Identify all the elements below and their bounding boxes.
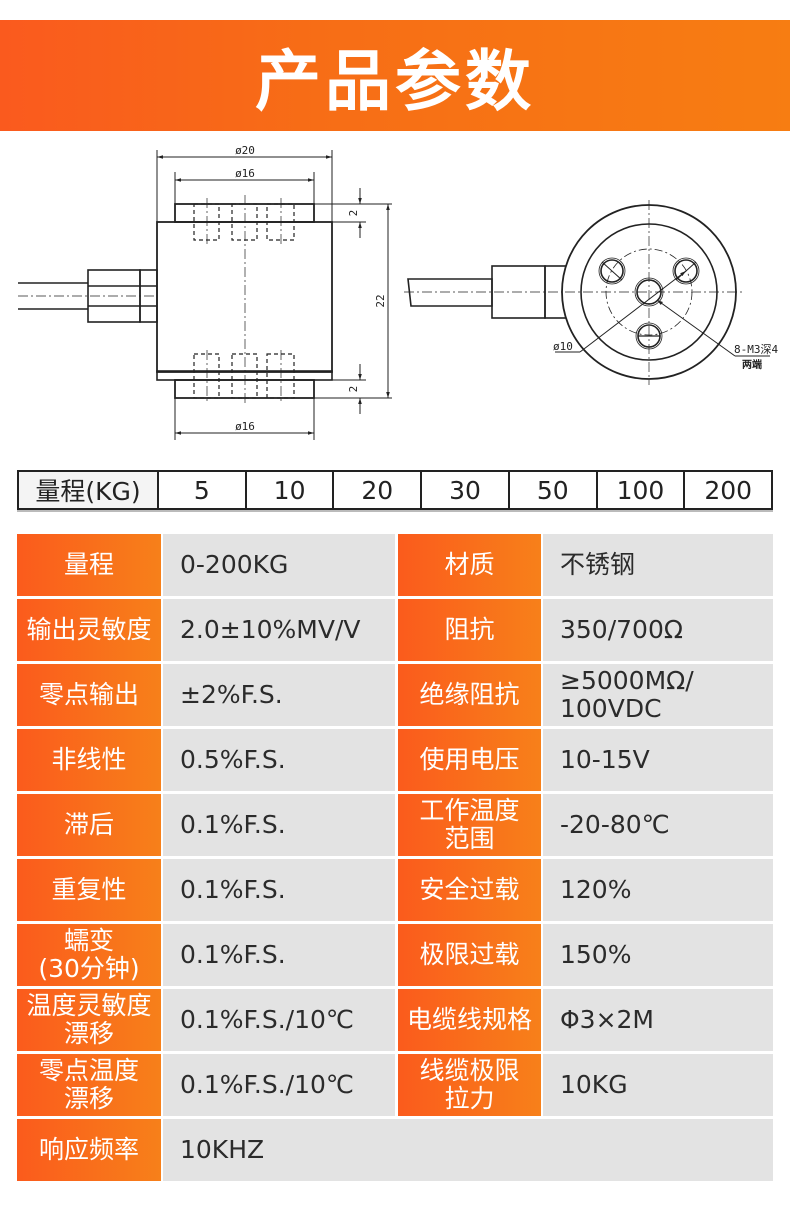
range-table: 量程(KG) 5 10 20 30 50 100 200	[17, 470, 773, 510]
end-view	[404, 200, 770, 385]
dim-total-height: 22	[374, 294, 387, 307]
spec-label: 工作温度 范围	[398, 794, 541, 856]
spec-value: 10KHZ	[163, 1119, 773, 1181]
spec-value: 0.1%F.S.	[163, 859, 395, 921]
spec-value: 不锈钢	[543, 534, 773, 596]
spec-label: 使用电压	[398, 729, 541, 791]
range-value: 50	[507, 472, 596, 508]
spec-value: 2.0±10%MV/V	[163, 599, 395, 661]
dim-outer-diameter: ø20	[235, 144, 255, 157]
spec-value: 120%	[543, 859, 773, 921]
spec-label: 线缆极限 拉力	[398, 1054, 541, 1116]
spec-label: 蠕变 (30分钟)	[17, 924, 161, 986]
spec-row: 温度灵敏度 漂移 0.1%F.S./10℃ 电缆线规格 Φ3×2M	[17, 989, 773, 1051]
spec-value: 0.1%F.S./10℃	[163, 989, 395, 1051]
dim-top-flange-diameter: ø16	[235, 167, 255, 180]
dimension-drawing: ø20 ø16 ø16 2 2 22	[18, 144, 778, 440]
range-value: 200	[683, 472, 771, 508]
spec-row: 零点输出 ±2%F.S. 绝缘阻抗 ≥5000MΩ/ 100VDC	[17, 664, 773, 726]
spec-label: 安全过载	[398, 859, 541, 921]
side-view-labels: ø20 ø16 ø16 2 2 22	[235, 144, 387, 433]
spec-value: ±2%F.S.	[163, 664, 395, 726]
dim-bottom-flange-diameter: ø16	[235, 420, 255, 433]
spec-row: 重复性 0.1%F.S. 安全过载 120%	[17, 859, 773, 921]
spec-table: 量程 0-200KG 材质 不锈钢 输出灵敏度 2.0±10%MV/V 阻抗 3…	[17, 534, 773, 1184]
spec-row: 输出灵敏度 2.0±10%MV/V 阻抗 350/700Ω	[17, 599, 773, 661]
technical-drawing: ø20 ø16 ø16 2 2 22	[0, 140, 790, 450]
range-header: 量程(KG)	[19, 472, 157, 508]
spec-value: 0-200KG	[163, 534, 395, 596]
header-banner: 产品参数	[0, 20, 790, 131]
spec-value: 0.1%F.S.	[163, 794, 395, 856]
spec-label: 材质	[398, 534, 541, 596]
spec-label: 重复性	[17, 859, 161, 921]
range-value: 100	[595, 472, 684, 508]
thread-note: 8-M3深4	[734, 343, 778, 356]
spec-label: 阻抗	[398, 599, 541, 661]
spec-label: 零点输出	[17, 664, 161, 726]
spec-value: 10KG	[543, 1054, 773, 1116]
spec-label: 量程	[17, 534, 161, 596]
range-value: 20	[332, 472, 420, 508]
spec-label: 滞后	[17, 794, 161, 856]
spec-value: 150%	[543, 924, 773, 986]
spec-label: 零点温度 漂移	[17, 1054, 161, 1116]
range-value: 10	[244, 472, 333, 508]
spec-value: 0.1%F.S.	[163, 924, 395, 986]
spec-label: 极限过载	[398, 924, 541, 986]
spec-row: 蠕变 (30分钟) 0.1%F.S. 极限过载 150%	[17, 924, 773, 986]
range-value: 5	[157, 472, 245, 508]
spec-value: Φ3×2M	[543, 989, 773, 1051]
dim-bolt-circle: ø10	[553, 340, 573, 353]
dim-bottom-flange-height: 2	[347, 386, 360, 393]
side-view	[18, 150, 392, 440]
spec-label: 绝缘阻抗	[398, 664, 541, 726]
spec-label: 温度灵敏度 漂移	[17, 989, 161, 1051]
spec-label: 输出灵敏度	[17, 599, 161, 661]
spec-label: 响应频率	[17, 1119, 161, 1181]
spec-row: 量程 0-200KG 材质 不锈钢	[17, 534, 773, 596]
spec-row: 零点温度 漂移 0.1%F.S./10℃ 线缆极限 拉力 10KG	[17, 1054, 773, 1116]
spec-label: 非线性	[17, 729, 161, 791]
thread-note-sub: 两端	[742, 358, 762, 371]
spec-value: -20-80℃	[543, 794, 773, 856]
dim-top-flange-height: 2	[347, 210, 360, 217]
spec-row-last: 响应频率 10KHZ	[17, 1119, 773, 1181]
spec-value: 350/700Ω	[543, 599, 773, 661]
spec-label: 电缆线规格	[398, 989, 541, 1051]
spec-value: ≥5000MΩ/ 100VDC	[543, 664, 773, 726]
page-title: 产品参数	[255, 42, 535, 120]
spec-value: 10-15V	[543, 729, 773, 791]
spec-value: 0.1%F.S./10℃	[163, 1054, 395, 1116]
end-view-labels: ø10 8-M3深4 两端	[553, 340, 778, 371]
spec-row: 非线性 0.5%F.S. 使用电压 10-15V	[17, 729, 773, 791]
range-value: 30	[420, 472, 508, 508]
spec-row: 滞后 0.1%F.S. 工作温度 范围 -20-80℃	[17, 794, 773, 856]
spec-value: 0.5%F.S.	[163, 729, 395, 791]
